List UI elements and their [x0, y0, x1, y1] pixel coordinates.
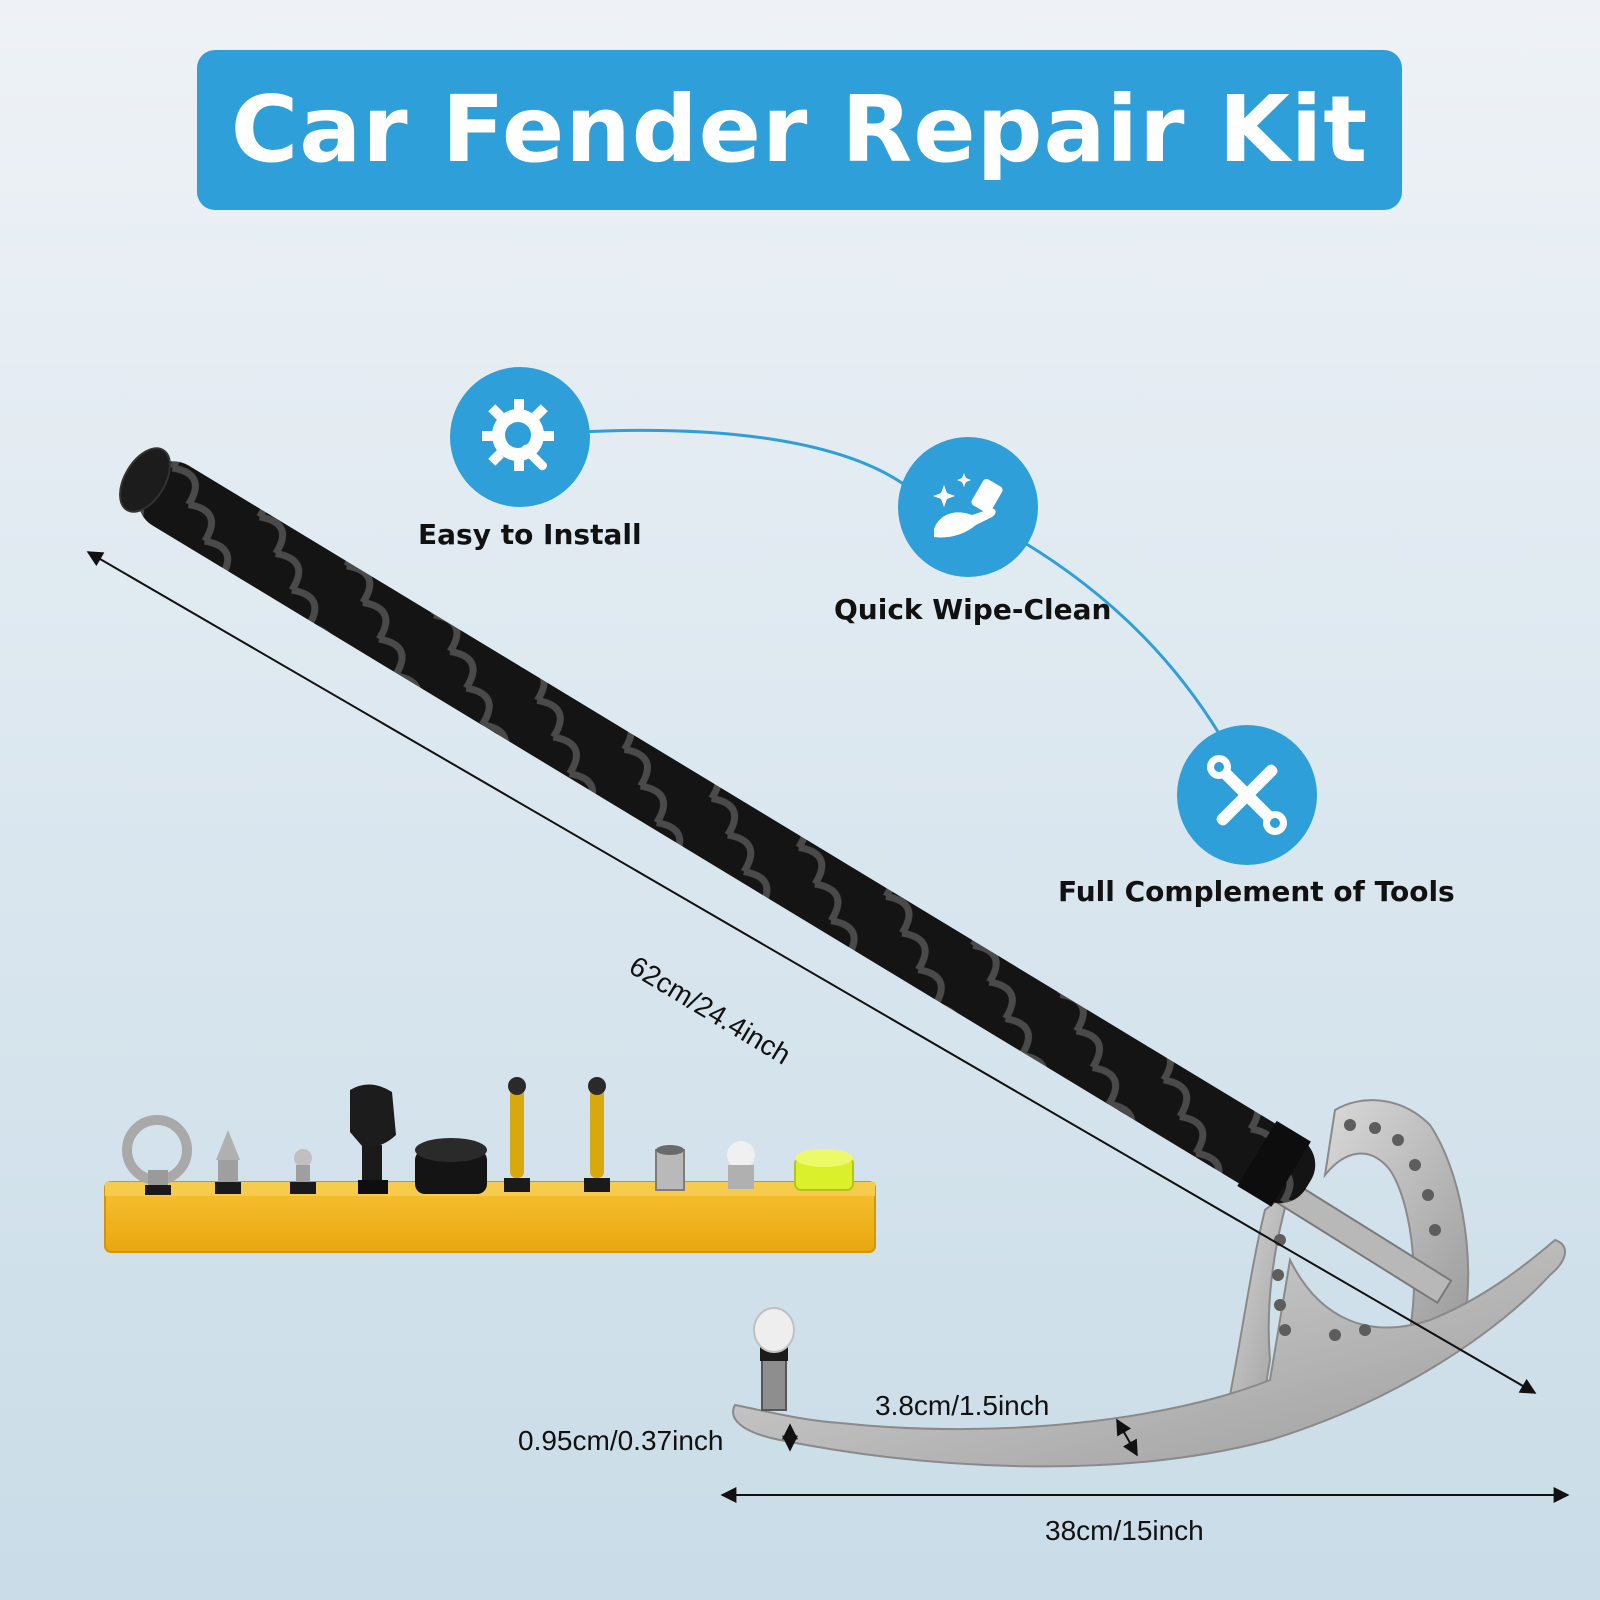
feature-label-easy-install: Easy to Install [418, 518, 642, 551]
tools-cross-icon [1207, 755, 1287, 835]
bar-width-label: 3.8cm/1.5inch [875, 1390, 1050, 1421]
hand-wipe-icon [933, 473, 1003, 538]
base-length-label: 38cm/15inch [1045, 1515, 1204, 1546]
feature-label-full-tools: Full Complement of Tools [1058, 875, 1455, 908]
tool-tray [104, 1077, 876, 1253]
title-banner: Car Fender Repair Kit [197, 50, 1402, 210]
bar-width-dimension-line [1116, 1418, 1138, 1457]
feature-full-tools [1177, 725, 1317, 865]
feature-quick-clean [898, 437, 1038, 577]
fender-tool-frame [732, 1099, 1566, 1468]
bar-thickness-label: 0.95cm/0.37inch [518, 1425, 724, 1456]
feature-easy-install [450, 367, 590, 507]
feature-connector-line [579, 428, 906, 487]
feature-connector-line [1019, 538, 1222, 736]
handle-length-dimension-line [86, 551, 1537, 1394]
gear-wrench-icon [482, 399, 554, 471]
page-title: Car Fender Repair Kit [230, 76, 1369, 183]
feature-label-quick-clean: Quick Wipe-Clean [834, 593, 1112, 626]
grip-handle [119, 447, 1316, 1207]
